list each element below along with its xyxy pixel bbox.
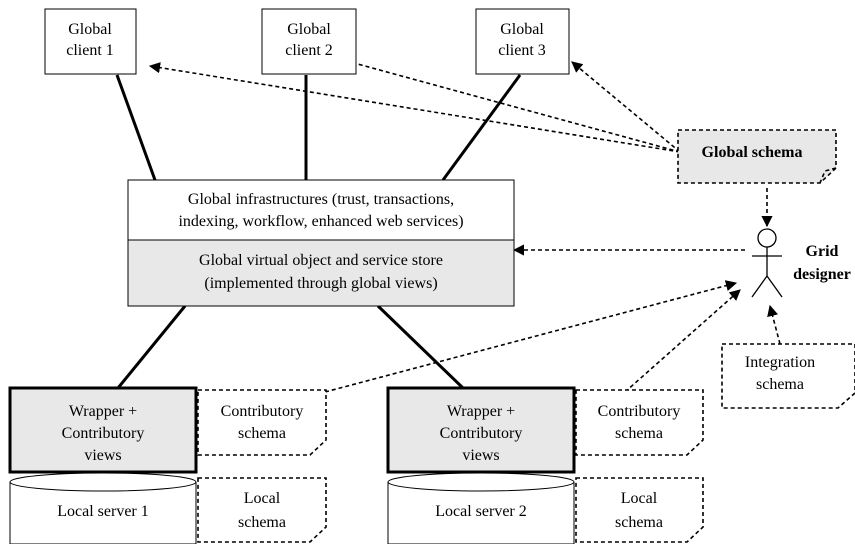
wrapper-box-1: Wrapper + Contributory views	[8, 386, 198, 474]
local-server-2-label: Local server 2	[435, 503, 527, 520]
local-server-1: Local server 1	[9, 472, 197, 544]
global-client-3-label-line1: Global	[500, 21, 544, 38]
grid-designer-figure	[751, 228, 783, 298]
global-client-1-label-line1: Global	[68, 21, 112, 38]
global-client-2: Global client 2	[261, 8, 357, 75]
link-store-wrapper1	[116, 305, 187, 389]
local-server-1-label: Local server 1	[57, 503, 149, 520]
global-client-1: Global client 1	[44, 8, 137, 75]
global-schema-label: Global schema	[702, 144, 803, 161]
local-schema-note-2: Local schema	[575, 477, 704, 543]
contributory-schema-note-1: Contributory schema	[197, 389, 327, 456]
virtual-store-label-line2: (implemented through global views)	[204, 275, 437, 292]
contributory-schema-2-label-line1: Contributory	[598, 403, 681, 420]
grid-designer-label-line2: designer	[793, 266, 851, 283]
integration-schema-label-line2: schema	[756, 376, 804, 393]
wrapper-1-label-line3: views	[84, 447, 121, 464]
contributory-schema-1-label-line2: schema	[238, 425, 286, 442]
link-store-wrapper2	[376, 304, 465, 390]
global-client-1-label-line2: client 1	[66, 42, 114, 59]
global-infrastructure-box: Global infrastructures (trust, transacti…	[127, 179, 515, 241]
wrapper-2-label-line2: Contributory	[440, 425, 523, 442]
local-server-2: Local server 2	[387, 472, 575, 544]
arrow-schema-to-client1	[148, 62, 681, 153]
local-schema-1-label-line1: Local	[244, 490, 281, 507]
wrapper-2-label-line1: Wrapper +	[447, 403, 515, 420]
local-schema-note-1: Local schema	[197, 477, 327, 543]
grid-designer-label-line1: Grid	[806, 243, 839, 260]
wrapper-1-label-line1: Wrapper +	[69, 403, 137, 420]
local-schema-2-label-line1: Local	[621, 490, 658, 507]
wrapper-2-label-line3: views	[462, 447, 499, 464]
local-schema-1-label-line2: schema	[238, 514, 286, 531]
integration-schema-label-line1: Integration	[745, 354, 815, 371]
virtual-store-label-line1: Global virtual object and service store	[199, 252, 443, 269]
wrapper-box-2: Wrapper + Contributory views	[386, 386, 576, 474]
arrow-contrib1-to-designer	[324, 280, 738, 393]
arrow-contrib2-to-designer	[624, 289, 741, 393]
infrastructure-label-line2: indexing, workflow, enhanced web service…	[178, 213, 463, 230]
contributory-schema-2-label-line2: schema	[615, 425, 663, 442]
global-client-3-label-line2: client 3	[498, 42, 546, 59]
wrapper-1-label-line2: Contributory	[62, 425, 145, 442]
integration-schema-note: Integration schema	[721, 343, 855, 409]
global-schema-note: Global schema	[677, 129, 837, 184]
arrow-schema-to-client2	[341, 57, 681, 153]
local-schema-2-label-line2: schema	[615, 514, 663, 531]
global-virtual-store-box: Global virtual object and service store …	[127, 239, 515, 307]
contributory-schema-1-label-line1: Contributory	[221, 403, 304, 420]
arrow-integration-to-designer	[767, 304, 781, 345]
infrastructure-label-line1: Global infrastructures (trust, transacti…	[188, 191, 454, 208]
contributory-schema-note-2: Contributory schema	[575, 389, 704, 456]
link-client1-infrastructure	[115, 74, 157, 181]
arrow-schema-to-client3	[571, 61, 681, 153]
global-client-2-label-line2: client 2	[285, 42, 333, 59]
link-client3-infrastructure	[441, 74, 522, 181]
global-client-2-label-line1: Global	[287, 21, 331, 38]
global-client-3: Global client 3	[475, 8, 570, 75]
